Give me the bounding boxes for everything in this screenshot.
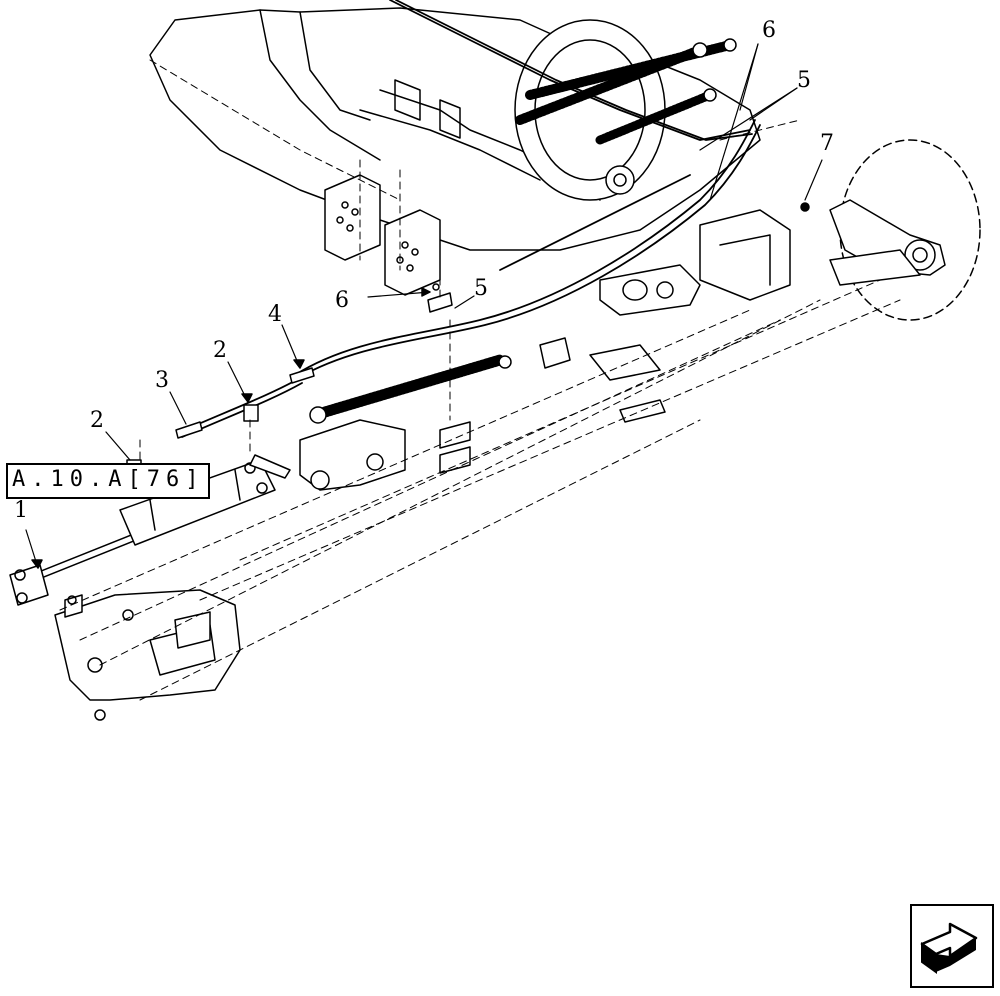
- hydraulic-cylinder: [9, 404, 291, 606]
- callout-4: 4: [268, 302, 282, 327]
- callout-2-left: 2: [90, 408, 104, 433]
- right-hub-assembly: [800, 139, 981, 321]
- lower-spring: [309, 354, 512, 424]
- lower-pivot-assembly: [54, 589, 241, 721]
- callout-1: 1: [14, 498, 28, 523]
- callout-6-center: 6: [335, 288, 349, 313]
- cross-reference-link[interactable]: A.10.A[76]: [6, 463, 211, 499]
- callout-2-right: 2: [213, 338, 227, 363]
- ground-wheel: [514, 19, 666, 201]
- callout-arrowheads: [31, 287, 431, 569]
- center-brackets: [599, 209, 791, 316]
- assembly-leader-lines: [59, 59, 901, 701]
- hose-fittings: [175, 283, 453, 439]
- callout-7: 7: [820, 131, 834, 156]
- callout-5-right: 5: [797, 68, 811, 93]
- callout-6-top: 6: [762, 18, 776, 43]
- callout-5-center: 5: [474, 276, 488, 301]
- upper-springs: [515, 38, 737, 145]
- mounting-plates: [324, 174, 441, 296]
- hydraulic-hoses: [179, 0, 761, 438]
- callout-leaders: [25, 43, 823, 569]
- next-page-arrow-icon[interactable]: [910, 904, 994, 988]
- callout-3: 3: [155, 368, 169, 393]
